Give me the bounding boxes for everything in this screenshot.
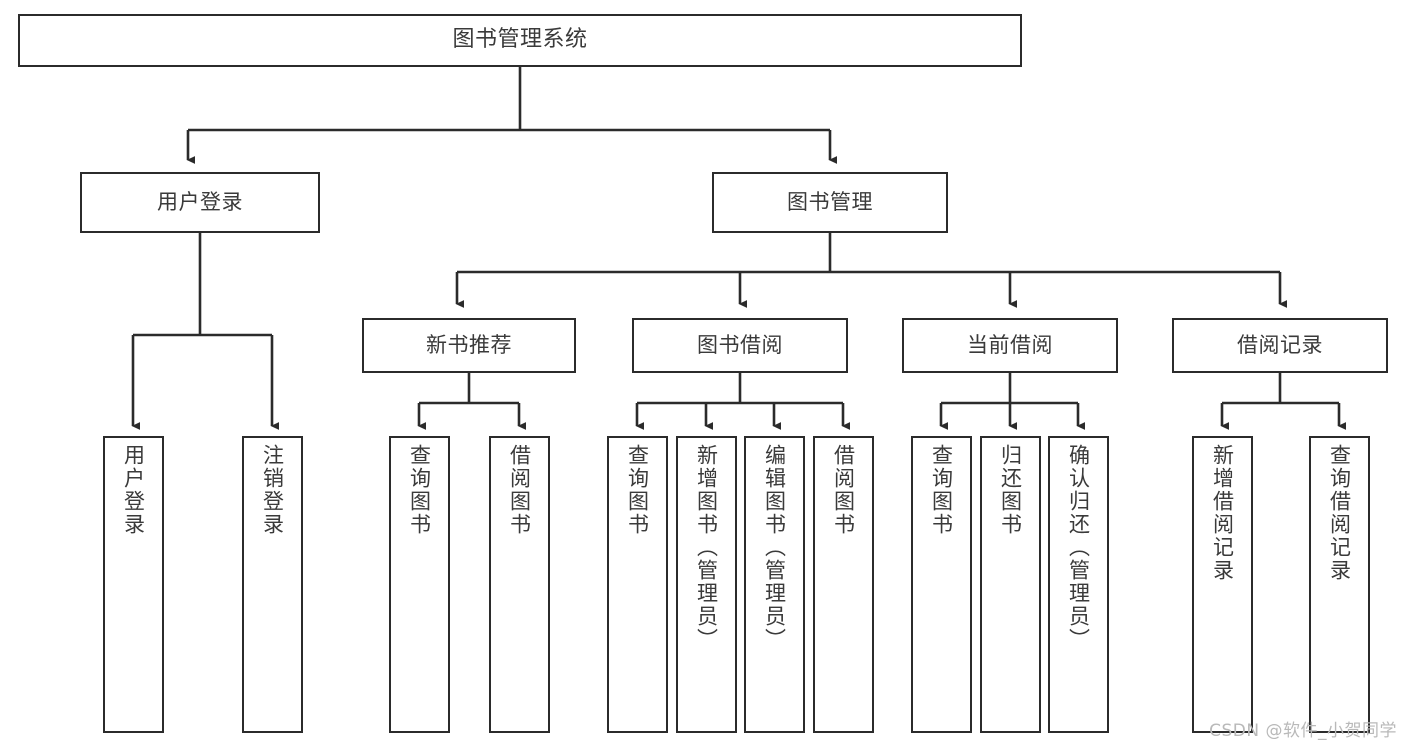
node-leaf-edit-book-admin[interactable]: 编辑图书（管理员） xyxy=(744,436,805,733)
node-leaf-query-book-borrow[interactable]: 查询图书 xyxy=(607,436,668,733)
node-label: 图书管理系统 xyxy=(452,27,588,53)
csdn-watermark: CSDN @软件_小贺同学 xyxy=(1209,721,1397,741)
node-leaf-return-book[interactable]: 归还图书 xyxy=(980,436,1041,733)
node-leaf-confirm-return-admin[interactable]: 确认归还（管理员） xyxy=(1048,436,1109,733)
node-label: 借阅图书 xyxy=(831,444,856,536)
node-label: 当前借阅 xyxy=(967,332,1053,357)
node-label: 图书管理 xyxy=(787,189,873,214)
node-label: 新书推荐 xyxy=(426,332,512,357)
node-label: 查询图书 xyxy=(625,444,650,536)
node-leaf-user-login[interactable]: 用户登录 xyxy=(103,436,164,733)
node-leaf-query-borrow-record[interactable]: 查询借阅记录 xyxy=(1309,436,1370,733)
node-label: 图书借阅 xyxy=(697,332,783,357)
node-leaf-borrow-book[interactable]: 借阅图书 xyxy=(813,436,874,733)
node-borrow-record[interactable]: 借阅记录 xyxy=(1172,318,1388,373)
node-leaf-add-book-admin[interactable]: 新增图书（管理员） xyxy=(676,436,737,733)
node-root-book-management-system[interactable]: 图书管理系统 xyxy=(18,14,1022,67)
node-leaf-logout[interactable]: 注销登录 xyxy=(242,436,303,733)
node-label: 用户登录 xyxy=(121,444,146,536)
node-label: 编辑图书（管理员） xyxy=(762,444,787,651)
node-leaf-borrow-book-recommend[interactable]: 借阅图书 xyxy=(489,436,550,733)
node-user-login[interactable]: 用户登录 xyxy=(80,172,320,233)
node-leaf-query-book-recommend[interactable]: 查询图书 xyxy=(389,436,450,733)
node-label: 查询图书 xyxy=(929,444,954,536)
node-current-borrow[interactable]: 当前借阅 xyxy=(902,318,1118,373)
node-book-borrow[interactable]: 图书借阅 xyxy=(632,318,848,373)
node-label: 新增图书（管理员） xyxy=(694,444,719,651)
node-label: 用户登录 xyxy=(157,189,243,214)
node-label: 注销登录 xyxy=(260,444,285,536)
node-book-management[interactable]: 图书管理 xyxy=(712,172,948,233)
node-label: 查询图书 xyxy=(407,444,432,536)
node-label: 归还图书 xyxy=(998,444,1023,536)
node-leaf-query-book-current[interactable]: 查询图书 xyxy=(911,436,972,733)
node-new-book-recommend[interactable]: 新书推荐 xyxy=(362,318,576,373)
node-label: 确认归还（管理员） xyxy=(1066,444,1091,651)
node-label: 借阅图书 xyxy=(507,444,532,536)
node-label: 借阅记录 xyxy=(1237,332,1323,357)
node-label: 新增借阅记录 xyxy=(1210,444,1235,582)
node-label: 查询借阅记录 xyxy=(1327,444,1352,582)
node-leaf-add-borrow-record[interactable]: 新增借阅记录 xyxy=(1192,436,1253,733)
